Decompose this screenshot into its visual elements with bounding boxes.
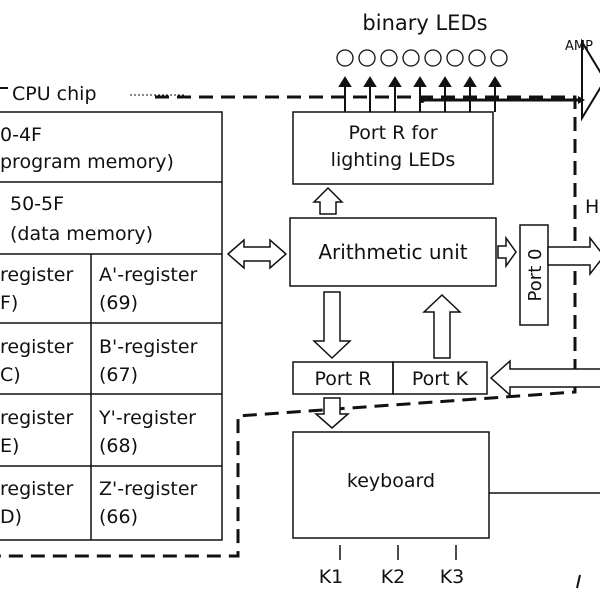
led-6 (446, 49, 464, 67)
cpu-chip-label: CPU chip (12, 83, 97, 105)
register-right-name: B'-register (99, 336, 198, 358)
register-right-code: (66) (99, 506, 138, 528)
register-right-code: (68) (99, 435, 138, 457)
side-label: H (585, 196, 599, 218)
keyboard-label: keyboard (347, 470, 435, 492)
led-arrows (338, 76, 502, 112)
arithmetic-unit-box (289, 217, 497, 287)
register-left-code: D) (0, 506, 22, 528)
port-k-to-au-arrow (422, 293, 462, 359)
arithmetic-unit-label: Arithmetic unit (318, 240, 467, 264)
memory-au-arrow (226, 238, 288, 270)
data-memory-label: (data memory) (10, 223, 153, 245)
diagram-title: binary LEDs (362, 11, 487, 35)
register-left-name: register (0, 336, 73, 358)
key-k3: K3 (440, 566, 465, 588)
port-r-leds-label: lighting LEDs (331, 149, 456, 171)
register-left-code: E) (0, 435, 19, 457)
port-r-leds-box (292, 111, 494, 185)
cpu-chip-boundary (0, 95, 577, 558)
led-4 (402, 49, 420, 67)
led-3 (380, 49, 398, 67)
port-0-box (519, 224, 549, 326)
port-k-box (392, 361, 488, 395)
register-left-code: C) (0, 364, 21, 386)
stray-mark (576, 574, 581, 589)
program-memory-range: 0-4F (0, 124, 42, 146)
register-right-code: (67) (99, 364, 138, 386)
register-left-name: register (0, 478, 73, 500)
register-right-name: Z'-register (99, 478, 198, 500)
key-k2: K2 (381, 566, 406, 588)
au-to-port-r-arrow (312, 291, 352, 360)
led-2 (358, 49, 376, 67)
register-right-code: (69) (99, 292, 138, 314)
program-memory-label: program memory) (0, 151, 174, 173)
au-to-port0-arrow (497, 235, 517, 269)
led-8 (490, 49, 508, 67)
key-lines (339, 545, 457, 560)
port-0-label: Port 0 (525, 249, 546, 302)
port0-output-arrow (547, 235, 600, 277)
register-left-name: register (0, 407, 73, 429)
register-right-name: A'-register (99, 264, 198, 286)
data-memory-range: 50-5F (10, 193, 64, 215)
led-7 (468, 49, 486, 67)
port-r-label: Port R (315, 368, 372, 390)
port-k-label: Port K (412, 368, 469, 390)
port-r-leds-label: Port R for (348, 122, 437, 144)
register-left-name: register (0, 264, 73, 286)
led-5 (424, 49, 442, 67)
amp-triangle (581, 38, 600, 122)
key-k1: K1 (319, 566, 344, 588)
port-k-input-arrow (489, 359, 600, 397)
led-1 (336, 49, 354, 67)
register-left-code: F) (0, 292, 18, 314)
register-right-name: Y'-register (98, 407, 196, 429)
led-row (336, 49, 508, 67)
au-to-leds-arrow (312, 186, 344, 215)
memory-table (0, 111, 223, 541)
port-r-to-keyboard-arrow (314, 397, 350, 429)
keyboard-box (292, 431, 490, 539)
